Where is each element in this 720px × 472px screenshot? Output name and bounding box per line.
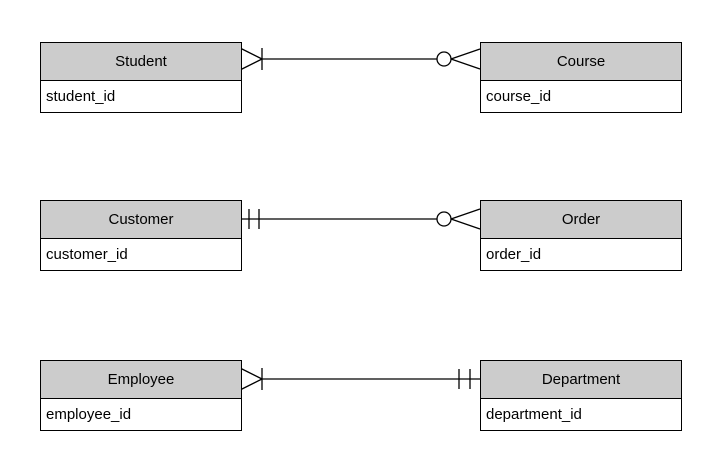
entity-title: Student <box>41 43 241 81</box>
exactly-one-icon <box>458 369 471 389</box>
entity-attribute: department_id <box>481 399 681 430</box>
zero-or-many-icon <box>436 208 481 230</box>
entity-attribute: student_id <box>41 81 241 112</box>
entity-course[interactable]: Course course_id <box>480 42 682 113</box>
entity-title: Employee <box>41 361 241 399</box>
entity-attribute: order_id <box>481 239 681 270</box>
zero-or-many-icon <box>436 48 481 70</box>
entity-title: Order <box>481 201 681 239</box>
entity-employee[interactable]: Employee employee_id <box>40 360 242 431</box>
entity-department[interactable]: Department department_id <box>480 360 682 431</box>
entity-title: Customer <box>41 201 241 239</box>
entity-order[interactable]: Order order_id <box>480 200 682 271</box>
entity-attribute: employee_id <box>41 399 241 430</box>
entity-title: Department <box>481 361 681 399</box>
relationship-employee-department[interactable] <box>239 367 480 391</box>
relationship-student-course[interactable] <box>239 47 481 71</box>
entity-customer[interactable]: Customer customer_id <box>40 200 242 271</box>
entity-title: Course <box>481 43 681 81</box>
one-or-many-icon <box>239 367 263 391</box>
exactly-one-icon <box>248 209 260 229</box>
entity-student[interactable]: Student student_id <box>40 42 242 113</box>
relationship-customer-order[interactable] <box>240 208 481 230</box>
one-or-many-icon <box>239 47 263 71</box>
entity-attribute: customer_id <box>41 239 241 270</box>
entity-attribute: course_id <box>481 81 681 112</box>
